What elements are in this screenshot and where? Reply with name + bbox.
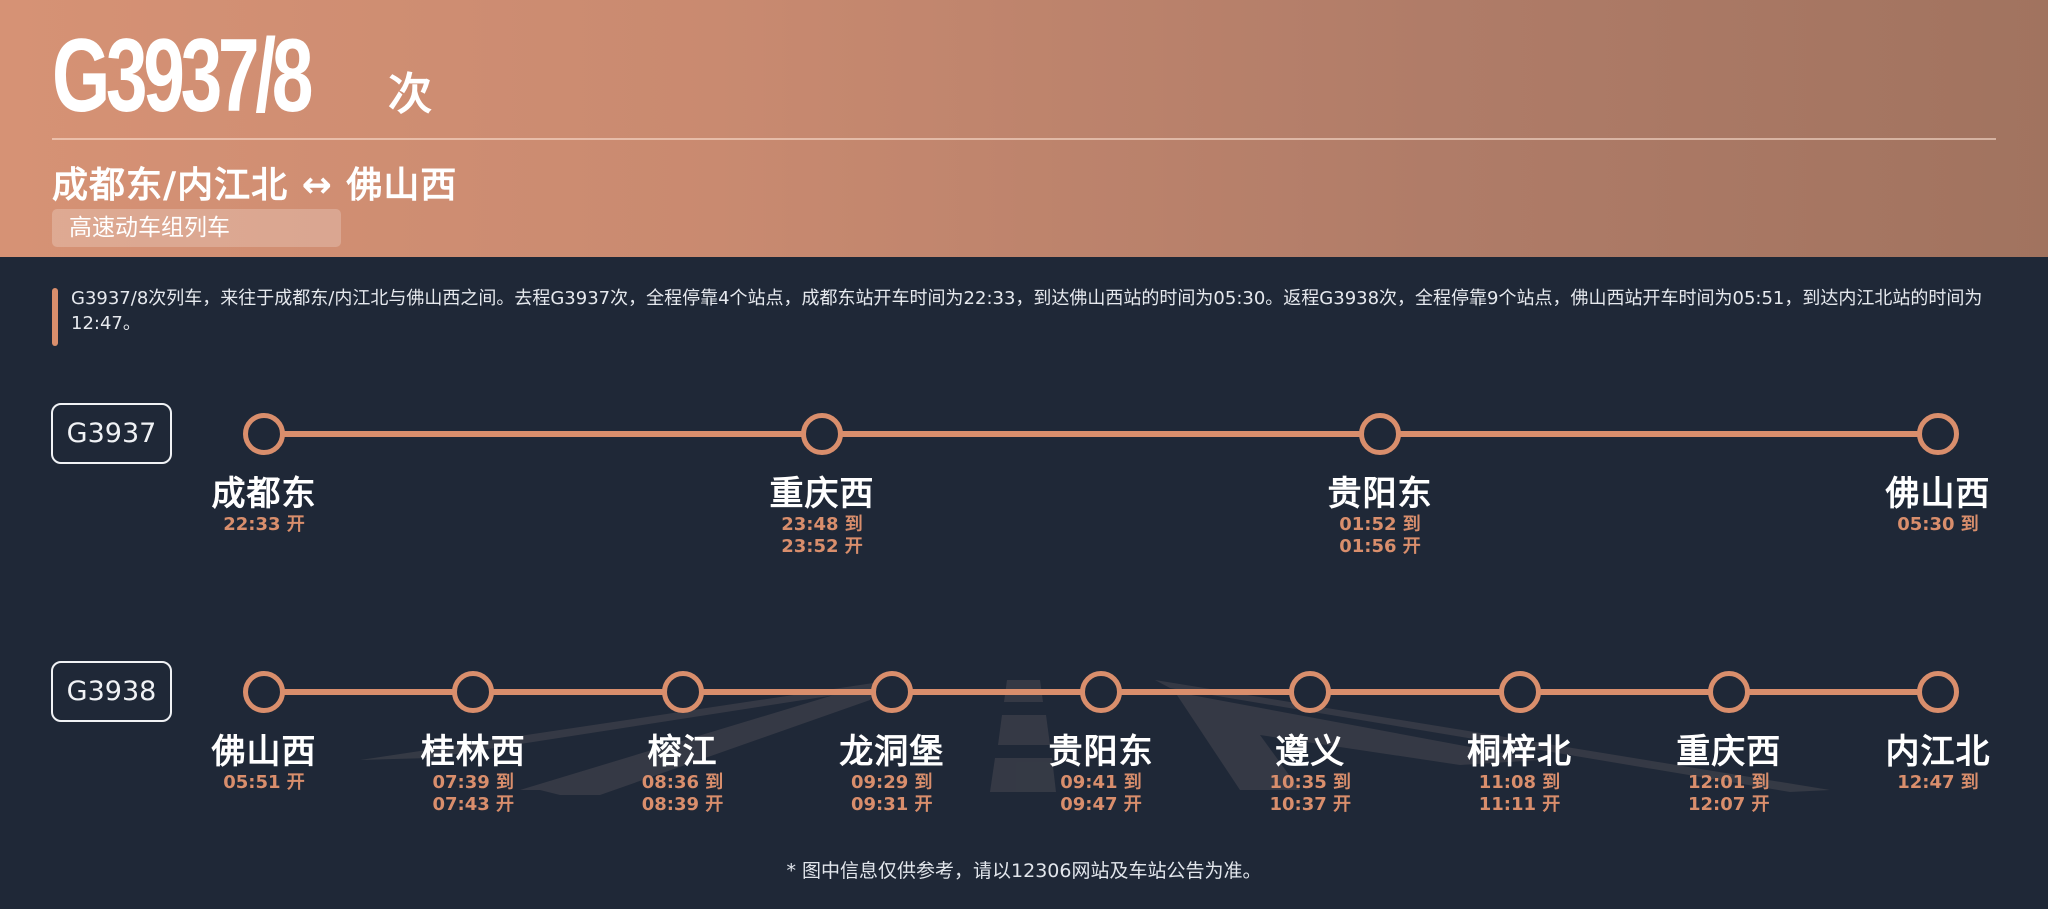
station-time: 10:37 开 [1269, 794, 1352, 815]
header-banner: G3937/8 次 成都东/内江北 ↔ 佛山西 高速动车组列车 [0, 0, 2048, 257]
station-name: 佛山西 [211, 732, 317, 772]
station-name: 贵阳东 [1048, 732, 1154, 772]
route-line [264, 431, 1938, 437]
station-arrival-time: 09:29 到 [850, 772, 933, 793]
rail-center-dash-3 [990, 758, 1056, 792]
description-accent-bar [52, 288, 58, 346]
station-node-icon [661, 671, 704, 713]
station-node-icon [1359, 413, 1401, 455]
station-name: 重庆西 [769, 474, 875, 514]
station-name: 榕江 [647, 732, 718, 772]
station-time: 01:56 开 [1339, 536, 1421, 557]
station-time: 22:33 开 [223, 514, 305, 535]
station-name: 桂林西 [420, 732, 526, 772]
station-arrival-time: 11:08 到 [1478, 772, 1561, 793]
station-node-icon [1917, 671, 1959, 713]
title-row: G3937/8 次 [52, 24, 432, 128]
station-node-icon [1707, 671, 1750, 713]
rail-wing-right-upper [1155, 680, 1830, 792]
station-node-icon [1080, 671, 1122, 713]
station-name: 成都东 [211, 474, 317, 514]
station-node-icon [870, 671, 913, 713]
station-name: 佛山西 [1885, 474, 1991, 514]
rail-wing-right-body [1175, 692, 1540, 790]
station-node-icon [243, 671, 285, 713]
station-time: 12:07 开 [1687, 794, 1770, 815]
station-arrival-time: 01:52 到 [1339, 514, 1421, 535]
station-time: 08:39 开 [641, 794, 724, 815]
station-time: 09:31 开 [850, 794, 933, 815]
station-name: 遵义 [1275, 732, 1346, 772]
rail-wing-left-upper [360, 682, 880, 760]
station-arrival-time: 07:39 到 [432, 772, 515, 793]
station-node-icon [1498, 671, 1541, 713]
station-node-icon [243, 413, 285, 455]
description-block: G3937/8次列车，来往于成都东/内江北与佛山西之间。去程G3937次，全程停… [52, 286, 2002, 346]
station-node-icon [801, 413, 843, 455]
station-name: 贵阳东 [1327, 474, 1433, 514]
route-title: 成都东/内江北 ↔ 佛山西 [52, 165, 458, 206]
station-time: 05:51 开 [223, 772, 305, 793]
station-time: 05:30 到 [1897, 514, 1979, 535]
station-time: 12:47 到 [1897, 772, 1979, 793]
station-name: 内江北 [1885, 732, 1991, 772]
station-time: 11:11 开 [1478, 794, 1561, 815]
footer-disclaimer: * 图中信息仅供参考，请以12306网站及车站公告为准。 [786, 860, 1262, 882]
station-time: 09:47 开 [1060, 794, 1142, 815]
train-type-badge: 高速动车组列车 [52, 209, 341, 247]
description-text: G3937/8次列车，来往于成都东/内江北与佛山西之间。去程G3937次，全程停… [71, 288, 1983, 334]
station-time: 07:43 开 [432, 794, 515, 815]
train-number: G3937/8 [52, 18, 313, 134]
rail-wing-left-body [540, 685, 880, 795]
station-node-icon [1289, 671, 1332, 713]
station-name: 重庆西 [1676, 732, 1782, 772]
station-arrival-time: 09:41 到 [1060, 772, 1142, 793]
station-node-icon [452, 671, 495, 713]
rail-center-dash-2 [998, 715, 1050, 745]
station-node-icon [1917, 413, 1959, 455]
station-arrival-time: 23:48 到 [781, 514, 863, 535]
train-suffix: 次 [388, 69, 432, 120]
station-arrival-time: 12:01 到 [1687, 772, 1770, 793]
route-label: G3937 [51, 403, 172, 464]
station-arrival-time: 10:35 到 [1269, 772, 1352, 793]
station-name: 桐梓北 [1467, 732, 1572, 772]
station-name: 龙洞堡 [839, 732, 945, 772]
route-label: G3938 [51, 661, 172, 722]
station-arrival-time: 08:36 到 [641, 772, 724, 793]
railway-background-graphic [360, 680, 1830, 795]
station-time: 23:52 开 [781, 536, 863, 557]
header-divider [52, 138, 1996, 140]
